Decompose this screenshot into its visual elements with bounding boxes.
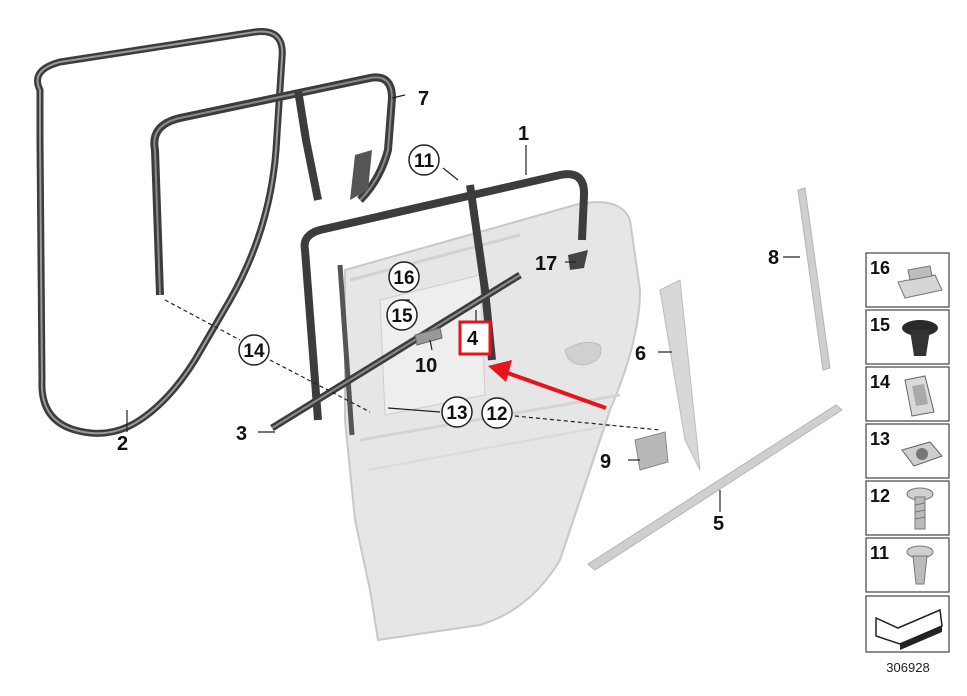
callout-4: 4 xyxy=(467,328,479,350)
svg-text:13: 13 xyxy=(446,403,467,424)
callout-5: 5 xyxy=(713,513,724,535)
legend-item-11: 11 xyxy=(865,537,950,593)
svg-text:13: 13 xyxy=(870,429,890,449)
callout-7: 7 xyxy=(418,88,429,110)
trim-panel-part-6 xyxy=(659,279,701,471)
bracket-part-9 xyxy=(634,431,669,471)
callout-3: 3 xyxy=(236,423,247,445)
callout-1: 1 xyxy=(518,123,529,145)
callout-2: 2 xyxy=(117,433,128,455)
clip-nut-icon xyxy=(897,265,943,299)
legend-item-14: 14 xyxy=(865,366,950,422)
highlight-arrow xyxy=(488,360,607,410)
window-channel-strip-part-3 xyxy=(270,272,522,431)
svg-text:16: 16 xyxy=(393,268,414,289)
svg-text:12: 12 xyxy=(870,486,890,506)
cage-nut-icon xyxy=(901,441,943,467)
circled-callout-11: 11 xyxy=(408,144,440,176)
cover-part-17 xyxy=(568,250,588,270)
circled-callout-12: 12 xyxy=(481,397,513,429)
circled-callout-13: 13 xyxy=(441,396,473,428)
callout-9: 9 xyxy=(600,451,611,473)
circled-callout-14: 14 xyxy=(238,334,270,366)
callout-17: 17 xyxy=(535,253,557,275)
svg-text:11: 11 xyxy=(870,543,889,563)
circled-callout-15: 15 xyxy=(386,299,418,331)
svg-text:14: 14 xyxy=(870,372,890,392)
legend-direction-item xyxy=(865,595,950,653)
svg-text:15: 15 xyxy=(391,306,413,327)
legend-item-16: 16 xyxy=(865,252,950,308)
callout-8: 8 xyxy=(768,247,779,269)
clip-part-10 xyxy=(414,327,443,346)
callout-6: 6 xyxy=(635,343,646,365)
circled-callout-16: 16 xyxy=(388,261,420,293)
door-seal-part-2 xyxy=(34,28,286,437)
direction-arrow-icon xyxy=(875,608,943,650)
push-rivet-icon xyxy=(902,320,938,356)
expanding-rivet-icon xyxy=(906,545,934,585)
leader-lines xyxy=(126,94,800,512)
strip-part-8 xyxy=(797,187,831,371)
svg-text:16: 16 xyxy=(870,258,890,278)
screw-icon xyxy=(906,487,934,530)
sill-strip-part-5 xyxy=(587,404,843,571)
callout-4-highlighted: 4 xyxy=(458,320,492,356)
legend-item-12: 12 xyxy=(865,480,950,536)
svg-text:14: 14 xyxy=(243,341,265,362)
svg-text:15: 15 xyxy=(870,315,890,335)
legend-item-15: 15 xyxy=(865,309,950,365)
fastener-legend: 16 15 14 13 xyxy=(865,252,950,675)
reference-number: 306928 xyxy=(886,660,929,675)
svg-text:12: 12 xyxy=(486,404,507,425)
window-frame-seal-part-7 xyxy=(150,73,396,296)
spring-clip-icon xyxy=(904,375,935,417)
svg-text:11: 11 xyxy=(414,151,435,172)
legend-item-13: 13 xyxy=(865,423,950,479)
callout-10: 10 xyxy=(415,355,437,377)
